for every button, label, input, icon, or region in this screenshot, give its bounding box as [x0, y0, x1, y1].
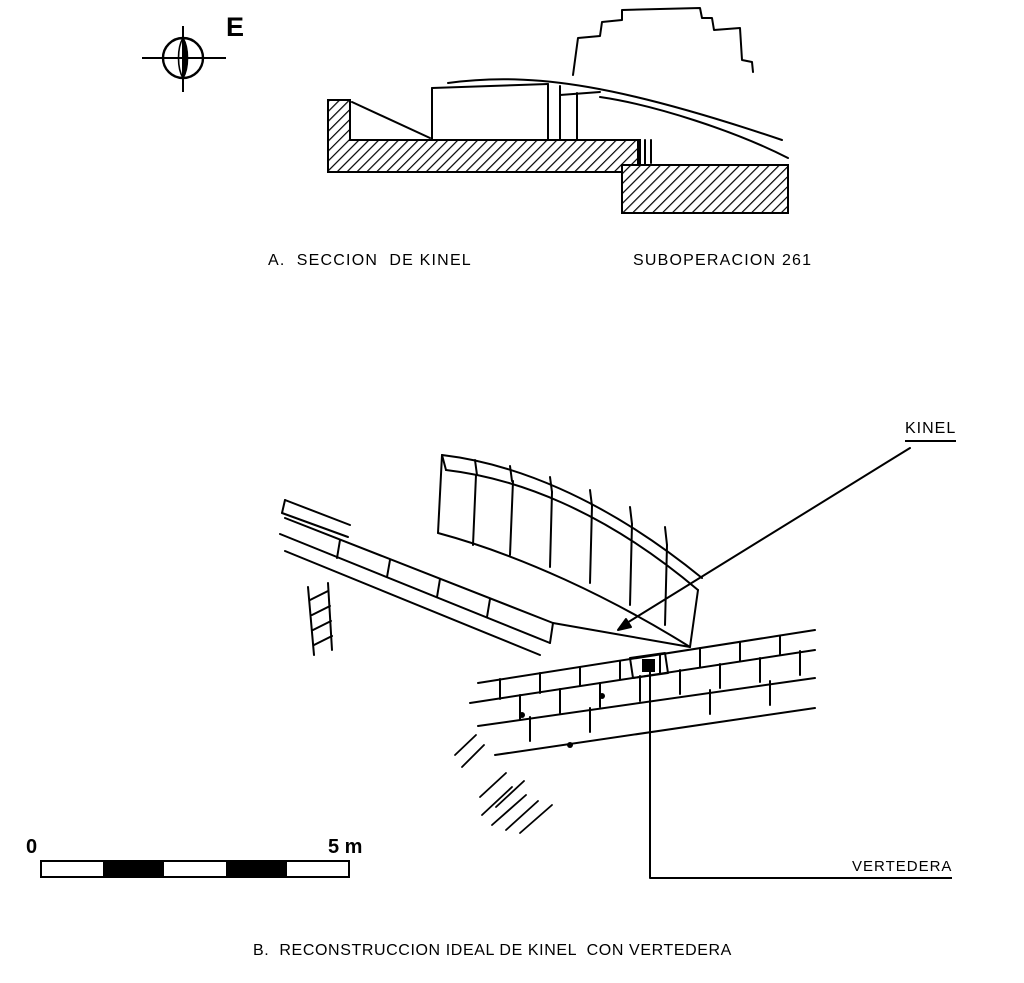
figure-b-caption: B. RECONSTRUCCION IDEAL DE KINEL CON VER… — [253, 942, 732, 959]
ground-hatch-upper — [327, 99, 641, 173]
left-post — [307, 582, 333, 656]
scale-bar — [40, 860, 350, 878]
compass-direction-label: E — [226, 12, 245, 42]
scale-segment — [225, 862, 287, 876]
section-drawing — [327, 7, 789, 214]
drain-opening — [629, 652, 669, 679]
scale-end-label: 5 m — [328, 836, 363, 858]
stone-dots — [519, 693, 605, 748]
reconstruction-drawing — [279, 447, 911, 879]
left-wall — [279, 499, 554, 656]
compass-icon — [142, 26, 226, 92]
terrace-wall — [469, 629, 816, 756]
kinel-label: KINEL — [905, 420, 957, 442]
terrace-rubble-hatch — [454, 734, 553, 834]
scale-segment — [42, 862, 104, 876]
scale-segment — [103, 862, 165, 876]
floor-edge — [552, 622, 691, 648]
figure-a-caption: A. SECCION DE KINEL — [268, 252, 472, 269]
ground-hatch-lower — [621, 164, 789, 214]
back-wall — [437, 454, 703, 648]
kinel-leader-line — [617, 447, 911, 631]
scale-segment — [164, 862, 226, 876]
figure-a-suboperation: SUBOPERACION 261 — [633, 252, 813, 269]
scale-start-label: 0 — [26, 836, 38, 858]
vertedera-leader-line — [649, 669, 853, 879]
vertedera-label: VERTEDERA — [852, 858, 953, 879]
scale-segment — [286, 862, 349, 876]
section-wall-outlines — [351, 7, 789, 166]
